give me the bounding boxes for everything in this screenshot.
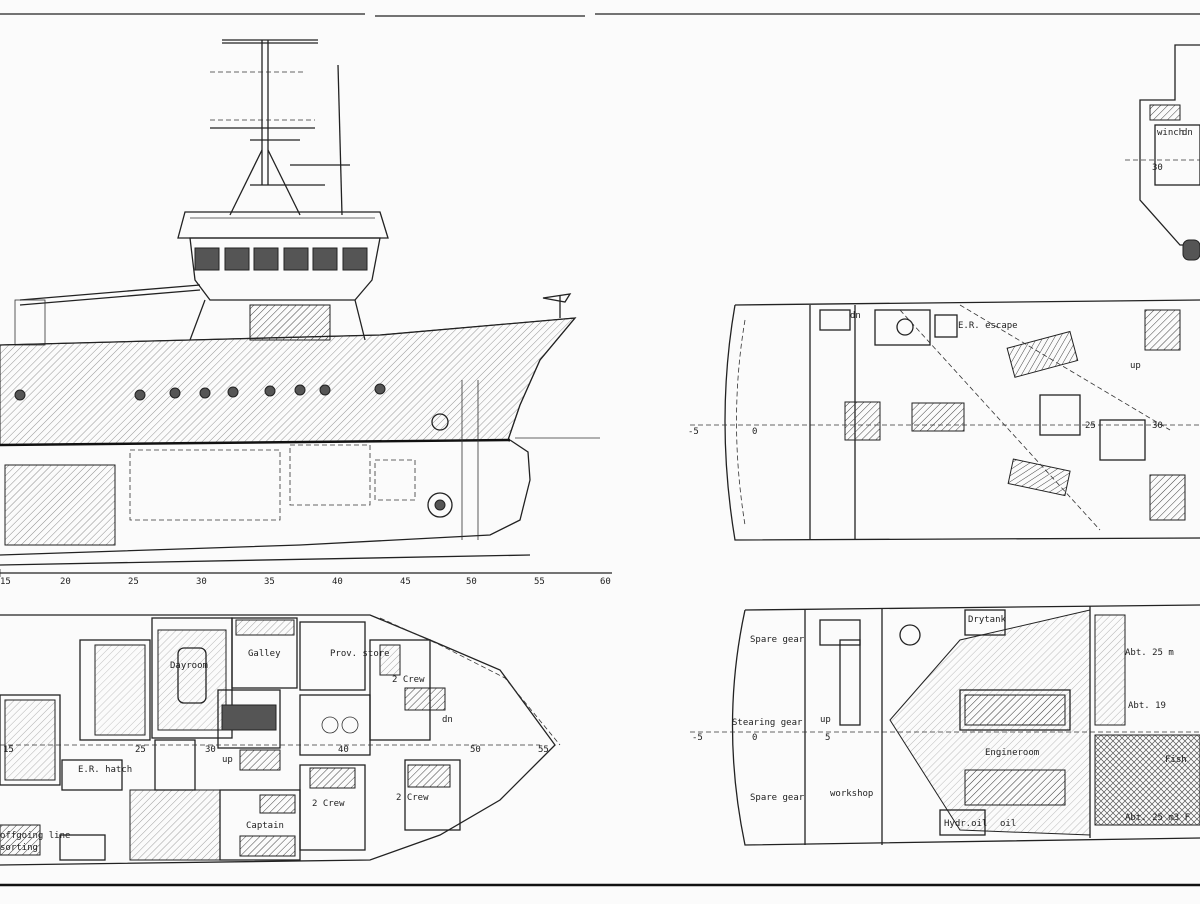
room-label-offgoing: offgoing line (0, 831, 70, 841)
room-label-prov-store: Prov. store (330, 649, 390, 659)
label-up: up (820, 715, 831, 725)
frame-label: 40 (338, 745, 349, 755)
label-abt-2: Abt. 19 (1128, 701, 1166, 711)
scale-tick: 25 (128, 577, 139, 587)
scale-tick: 40 (332, 577, 343, 587)
frame-label: 0 (752, 733, 757, 743)
hull (0, 293, 600, 566)
main-deck-frame-labels: 15 25 30 40 50 55 (3, 745, 549, 755)
label-drytank: Drytank (968, 615, 1007, 625)
frame-label: 15 (3, 745, 14, 755)
room-label-crew-2: 2 Crew (312, 799, 345, 809)
room-label-sorting: sorting (0, 843, 38, 853)
scale-tick: 55 (534, 577, 545, 587)
label-abt-3: Abt. 25 m3 F (1125, 813, 1190, 823)
upper-deck-frame-labels: -5 0 25 30 (688, 421, 1163, 437)
label-winch: winch (1157, 128, 1184, 138)
label-fish: Fish (1165, 755, 1187, 765)
frame-label: 30 (1152, 163, 1163, 173)
label-oil: oil (1000, 819, 1016, 829)
label-er-escape: E.R. escape (958, 321, 1018, 331)
label-steering-gear: Stearing gear (732, 718, 803, 728)
frame-label: 5 (825, 733, 830, 743)
label-dn: dn (850, 311, 861, 321)
room-label-crew-1: 2 Crew (392, 675, 425, 685)
scale-tick: 30 (196, 577, 207, 587)
frame-label: 50 (470, 745, 481, 755)
label-engineroom: Engineroom (985, 748, 1039, 758)
upper-deck-plan: E.R. escape up dn -5 0 25 30 (688, 299, 1200, 541)
deck-crane (14, 284, 201, 346)
frame-label: 55 (538, 745, 549, 755)
scale-tick: 15 (0, 577, 11, 587)
sheet-border (0, 13, 1200, 887)
label-workshop: workshop (830, 789, 873, 799)
frame-label: 25 (1085, 421, 1096, 431)
mast (210, 39, 350, 216)
label-abt-1: Abt. 25 m (1125, 648, 1174, 658)
room-label-dayroom: Dayroom (170, 661, 208, 671)
room-label-galley: Galley (248, 649, 281, 659)
label-up: up (1130, 361, 1141, 371)
frame-label: 30 (1152, 421, 1163, 431)
frame-label: 25 (135, 745, 146, 755)
lower-deck-frame-labels: -5 0 5 (692, 733, 830, 743)
label-spare-gear-2: Spare gear (750, 793, 805, 803)
label-spare-gear-1: Spare gear (750, 635, 805, 645)
scale-tick: 20 (60, 577, 71, 587)
scale-tick: 60 (600, 577, 611, 587)
frame-label: -5 (692, 733, 703, 743)
main-deck-plan: E.R. hatch offgoing line sorting Dayroom… (0, 614, 561, 866)
scale-tick: 35 (264, 577, 275, 587)
label-dn: dn (442, 715, 453, 725)
frame-scale: 15 20 25 30 35 40 45 50 55 60 (0, 569, 612, 587)
label-hydr-oil: Hydr.oil (944, 819, 987, 829)
room-label-er-hatch: E.R. hatch (78, 765, 132, 775)
side-profile-view: 15 20 25 30 35 40 45 50 55 60 (0, 39, 612, 587)
label-up: up (222, 755, 233, 765)
wheelhouse-detail: winch dn 30 (1125, 44, 1200, 261)
label-dn: dn (1182, 128, 1193, 138)
lower-deck-plan: Spare gear Stearing gear Spare gear work… (690, 604, 1200, 846)
wheelhouse (177, 211, 389, 341)
scale-tick: 50 (466, 577, 477, 587)
room-label-captain: Captain (246, 821, 284, 831)
frame-label: 30 (205, 745, 216, 755)
frame-label: 0 (752, 427, 757, 437)
room-label-crew-3: 2 Crew (396, 793, 429, 803)
frame-label: -5 (688, 427, 699, 437)
scale-tick: 45 (400, 577, 411, 587)
